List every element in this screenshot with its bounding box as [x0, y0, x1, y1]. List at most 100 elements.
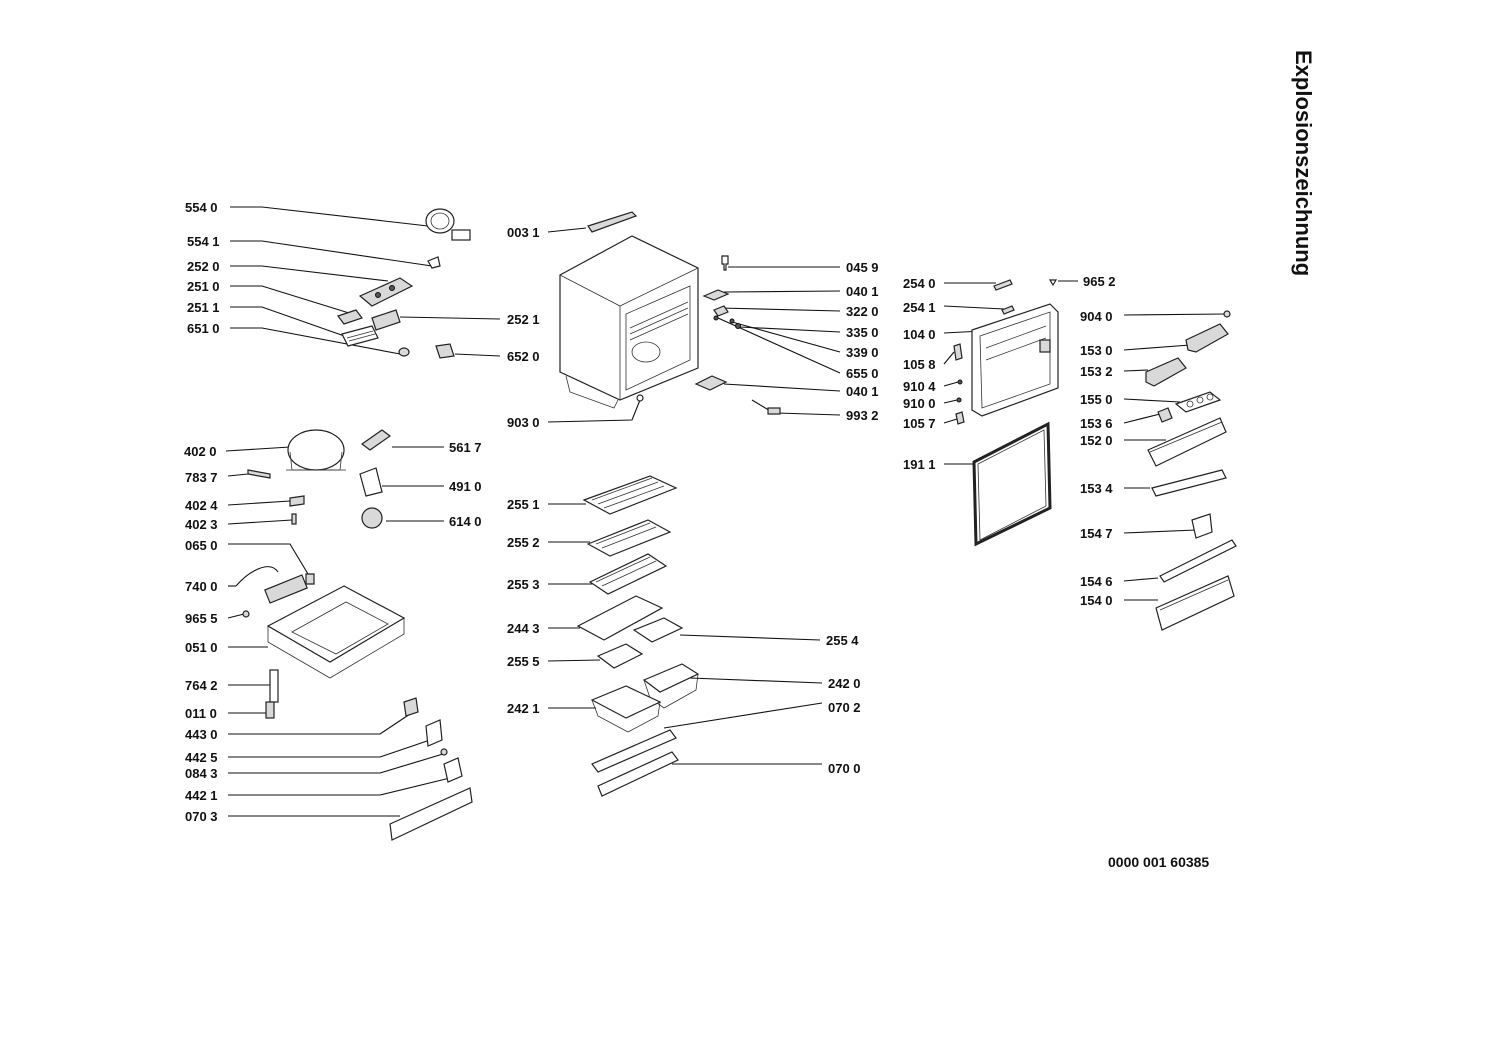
document-number: 0000 001 60385 [1108, 854, 1209, 870]
egg-cover-lower [1145, 357, 1187, 387]
part-label: 652 0 [507, 349, 540, 364]
door [971, 303, 1059, 417]
part-label: 554 0 [185, 200, 218, 215]
part-label: 443 0 [185, 727, 218, 742]
door-screw-2 [956, 397, 962, 403]
front-strip-upper [591, 729, 677, 773]
leader-lines [225, 206, 1227, 817]
shelf-support-right [632, 617, 684, 643]
overload-protector [361, 507, 383, 529]
handle [1001, 305, 1015, 315]
part-label: 965 2 [1083, 274, 1116, 289]
part-label: 561 7 [449, 440, 482, 455]
egg-cover-upper [1185, 323, 1229, 353]
door-screw-1 [957, 379, 963, 385]
part-label: 255 4 [826, 633, 859, 648]
grille-slats [346, 330, 376, 342]
screw [735, 323, 741, 329]
bolt [265, 701, 275, 719]
hinge-upper [702, 289, 730, 301]
relay-cover [359, 467, 383, 497]
top-strip [587, 211, 638, 233]
part-illustrations [235, 208, 1237, 841]
part-label: 740 0 [185, 579, 218, 594]
part-label: 254 1 [903, 300, 936, 315]
grille [341, 325, 379, 347]
part-label: 070 0 [828, 761, 861, 776]
compressor-clip [289, 495, 305, 507]
part-label: 254 0 [903, 276, 936, 291]
cap [1223, 310, 1231, 318]
part-label: 152 0 [1080, 433, 1113, 448]
part-label: 105 8 [903, 357, 936, 372]
part-label: 154 7 [1080, 526, 1113, 541]
part-label: 070 3 [185, 809, 218, 824]
part-label: 191 1 [903, 457, 936, 472]
part-label: 965 5 [185, 611, 218, 626]
crisper-left [590, 685, 662, 733]
part-label: 154 6 [1080, 574, 1113, 589]
part-label: 242 0 [828, 676, 861, 691]
part-label: 251 0 [187, 279, 220, 294]
part-label: 244 3 [507, 621, 540, 636]
cabinet [559, 235, 699, 409]
thermostat-housing [358, 277, 414, 307]
cover-plate [576, 595, 664, 641]
part-label: 402 3 [185, 517, 218, 532]
part-label: 003 1 [507, 225, 540, 240]
fan-ring [425, 208, 471, 241]
part-label: 339 0 [846, 345, 879, 360]
lamp-cover [337, 309, 363, 325]
pin [721, 255, 729, 271]
part-label: 614 0 [449, 514, 482, 529]
bulb [398, 347, 410, 357]
screw-small [242, 610, 250, 618]
part-label: 252 0 [187, 259, 220, 274]
hinge-lower [694, 375, 728, 391]
door-gasket [972, 421, 1052, 547]
part-label: 153 2 [1080, 364, 1113, 379]
crisper-right [642, 663, 700, 709]
bottle-guard [1159, 539, 1237, 583]
part-label: 051 0 [185, 640, 218, 655]
part-label: 153 0 [1080, 343, 1113, 358]
part-label: 104 0 [903, 327, 936, 342]
part-label: 491 0 [449, 479, 482, 494]
bracket-443 [403, 697, 419, 717]
part-label: 255 2 [507, 535, 540, 550]
base-grille [389, 787, 473, 841]
door-pin [1048, 279, 1058, 287]
part-label: 910 4 [903, 379, 936, 394]
bottle-shelf [1155, 575, 1235, 631]
thermostat [425, 719, 443, 747]
part-label: 255 5 [507, 654, 540, 669]
part-label: 065 0 [185, 538, 218, 553]
part-label: 070 2 [828, 700, 861, 715]
part-label: 153 4 [1080, 481, 1113, 496]
base-tray [266, 585, 406, 679]
door-bracket-lower [955, 411, 965, 425]
tube [247, 469, 271, 479]
part-label: 442 1 [185, 788, 218, 803]
grommet [291, 513, 297, 525]
part-label: 402 0 [184, 444, 217, 459]
part-label: 910 0 [903, 396, 936, 411]
part-label: 402 4 [185, 498, 218, 513]
part-label: 154 0 [1080, 593, 1113, 608]
part-label: 554 1 [187, 234, 220, 249]
part-label: 153 6 [1080, 416, 1113, 431]
part-label: 442 5 [185, 750, 218, 765]
egg-tray [1174, 391, 1222, 413]
door-bracket-upper [953, 343, 963, 361]
bracket [713, 305, 729, 317]
part-label: 040 1 [846, 384, 879, 399]
diagram-title: Explosionszeichnung [1291, 50, 1316, 276]
part-label: 904 0 [1080, 309, 1113, 324]
clip [427, 256, 441, 269]
part-label: 242 1 [507, 701, 540, 716]
handle-cover [993, 279, 1013, 291]
condenser [235, 566, 308, 604]
part-label: 252 1 [507, 312, 540, 327]
part-label: 084 3 [185, 766, 218, 781]
